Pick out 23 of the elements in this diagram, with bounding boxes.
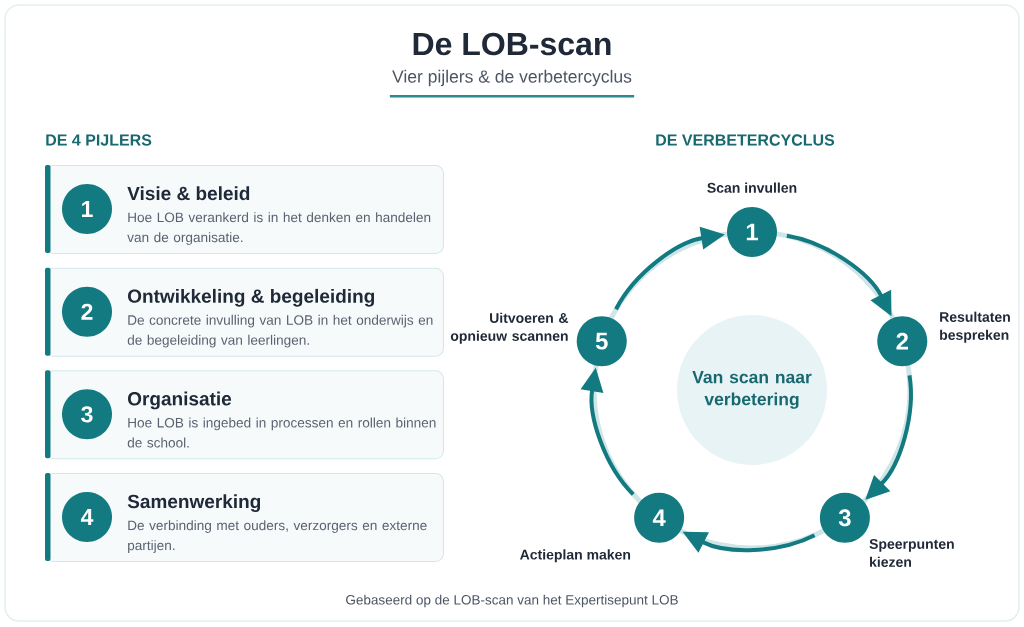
card-description: De concrete invulling van LOB in het onderwijs en de begeleiding van leerlingen. — [127, 314, 433, 348]
center-disc: Van scan naar verbetering — [677, 315, 827, 465]
card-title: Ontwikkeling & begeleiding — [128, 288, 375, 307]
footer-note: Gebaseerd op de LOB-scan van het Expertisepunt LOB — [346, 594, 678, 608]
subtitle: Vier pijlers & de verbetercyclus — [392, 69, 632, 87]
section-heading: DE VERBETERCYCLUS — [656, 134, 835, 146]
card-description: De verbinding met ouders, verzorgers en externe partijen. — [128, 520, 427, 553]
card-title: Organisatie — [128, 391, 232, 410]
step-label: Scan invullen — [707, 182, 797, 193]
step-label: Resultaten bespreken — [940, 311, 1010, 343]
card-description: Hoe LOB is ingebed in processen en rollen binnen de school. — [127, 417, 436, 448]
step-label: Actieplan maken — [520, 549, 631, 563]
number-badge: 2 — [62, 286, 112, 337]
title: De LOB-scan — [413, 32, 611, 56]
card-description: Hoe LOB verankerd is in het denken en handelen van de organisatie. — [127, 212, 431, 245]
step-label: Speerpunten kiezen — [869, 539, 954, 567]
card-title: Visie & beleid — [127, 186, 250, 201]
step-label: Uitvoeren & opnieuw scannen — [450, 312, 569, 344]
number-badge: 1 — [62, 184, 112, 234]
number-badge: 4 — [62, 492, 112, 542]
card-title: Samenwerking — [127, 494, 261, 513]
number-badge: 3 — [62, 389, 112, 440]
section-heading: DE 4 PIJLERS — [46, 134, 152, 146]
